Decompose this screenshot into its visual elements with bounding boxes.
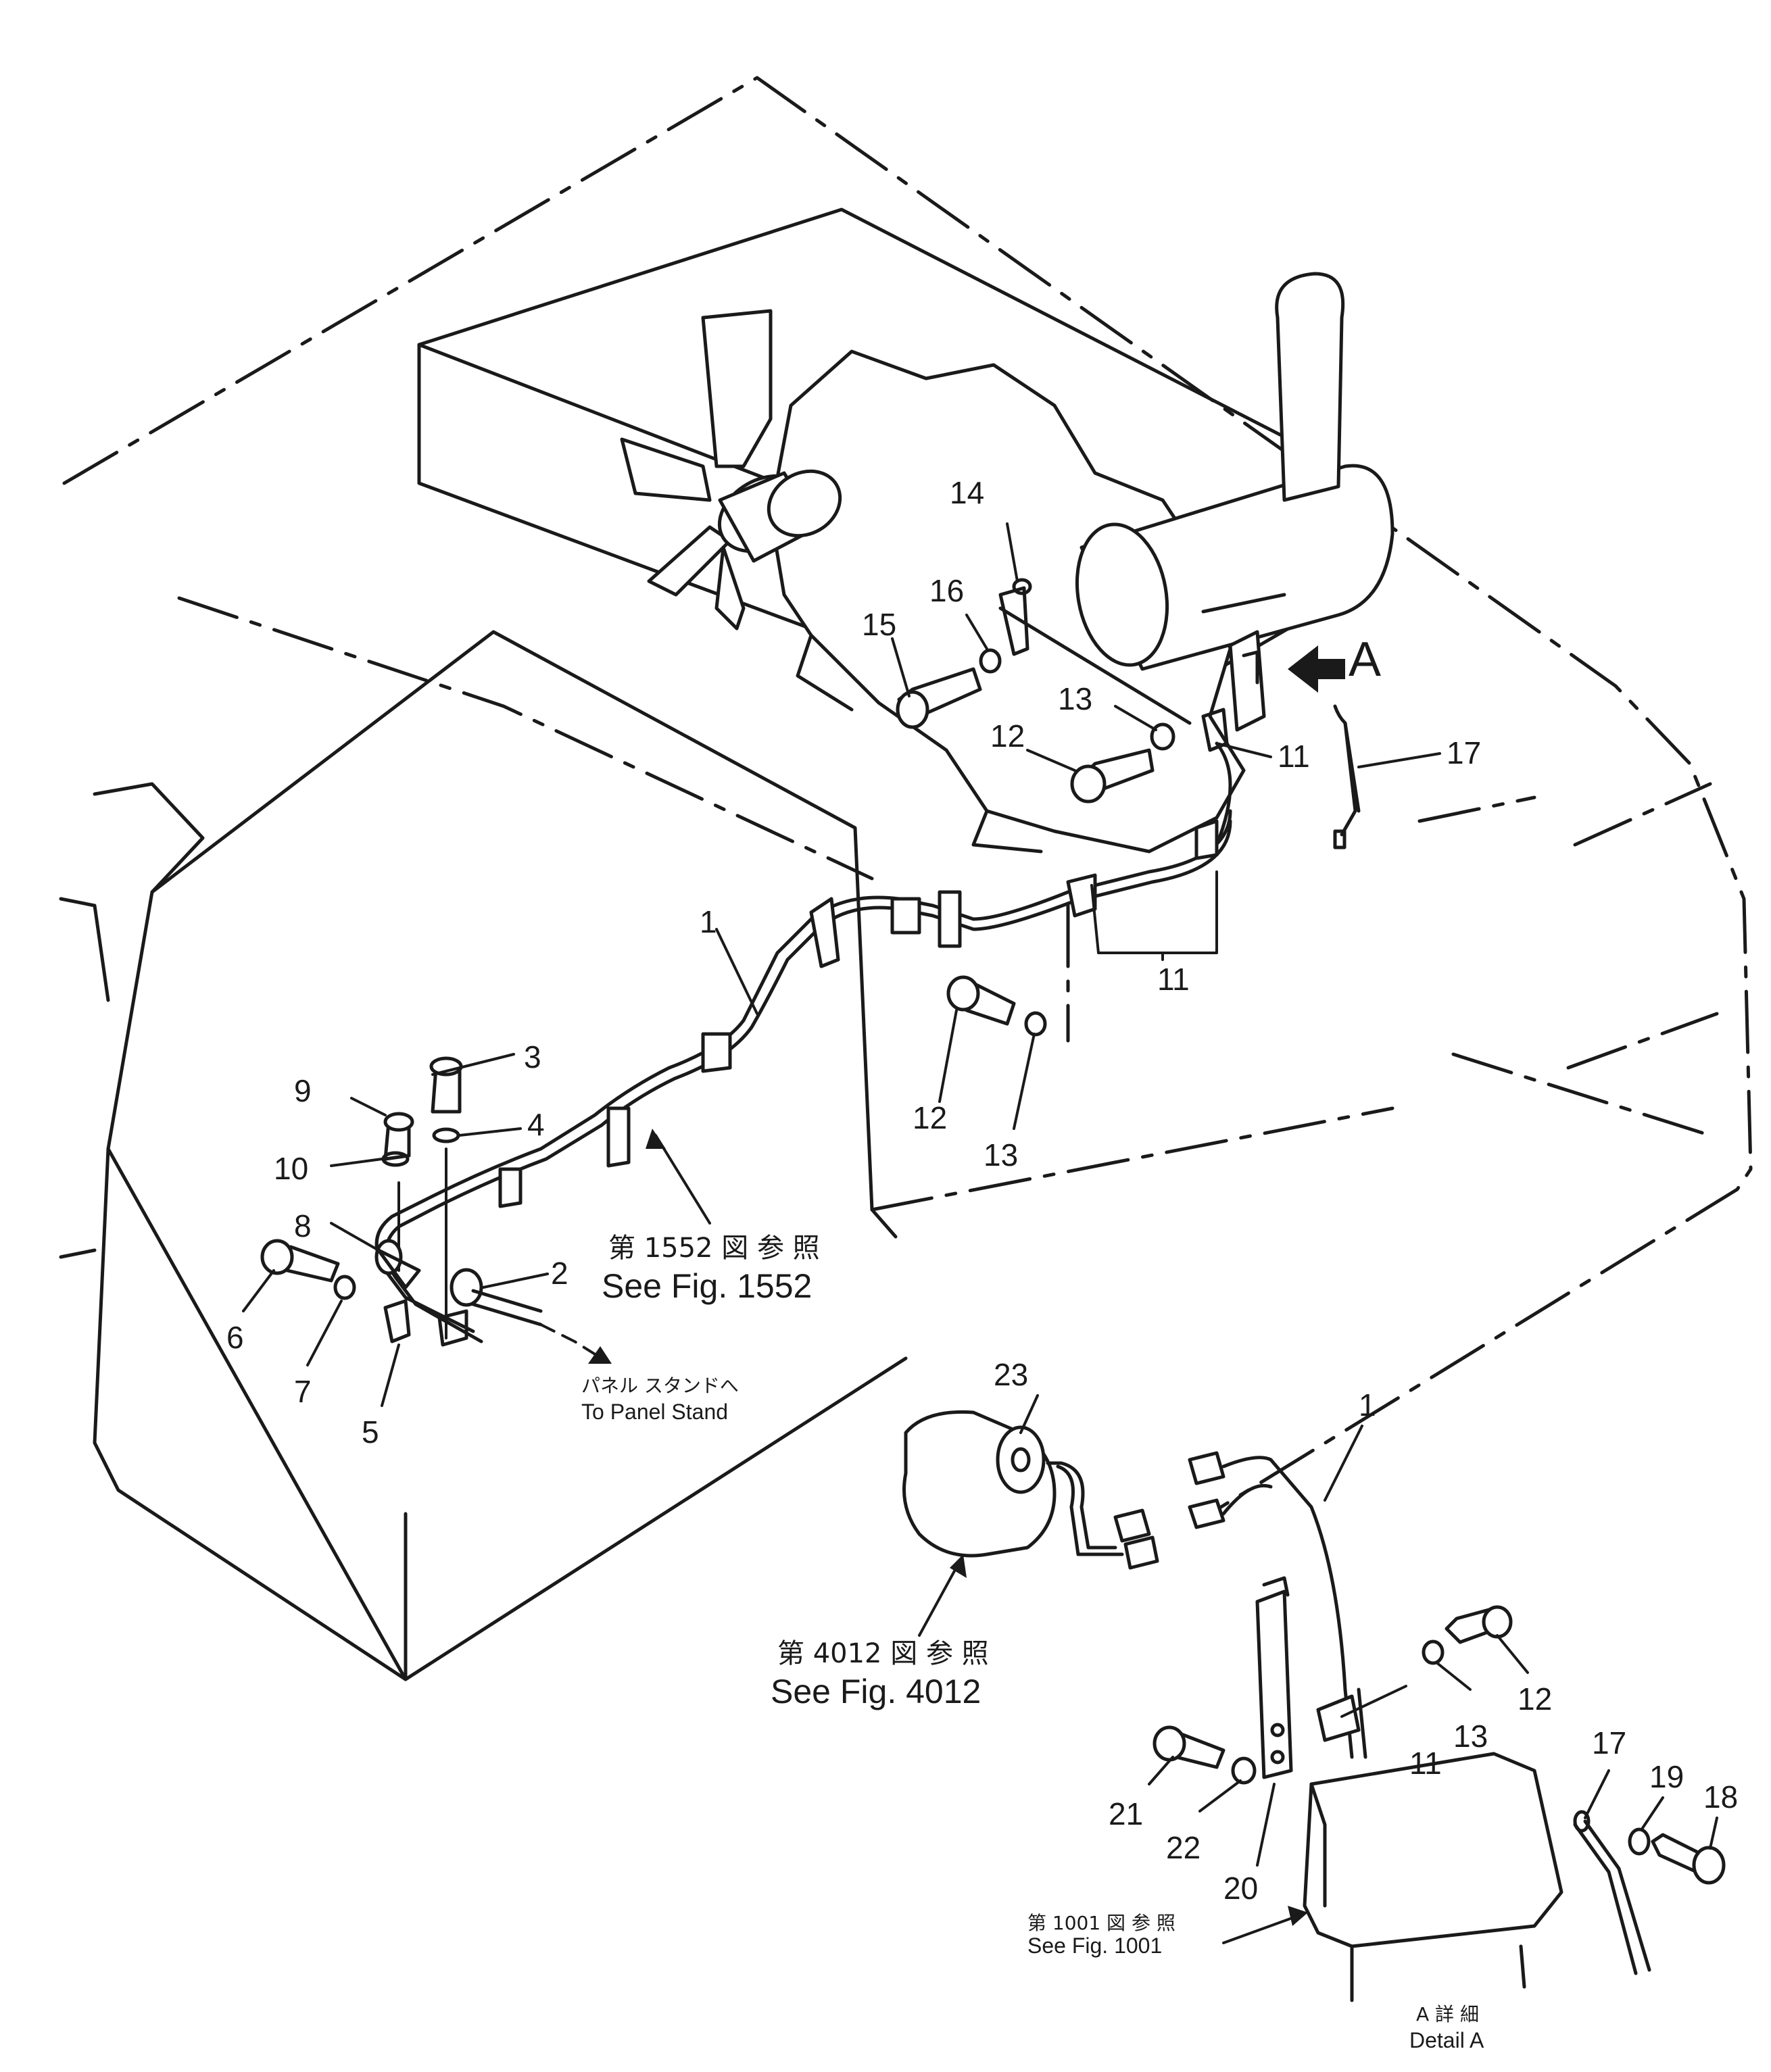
ref-4012-jp: 第 4012 図 参 照 — [777, 1638, 989, 1669]
callout-9: 9 — [294, 1073, 312, 1108]
arrow-to-panel-stand — [539, 1323, 612, 1364]
part-13-washer-middle — [1024, 1011, 1047, 1037]
callout-4: 4 — [527, 1107, 545, 1142]
detail-a-en: Detail A — [1409, 2028, 1484, 2052]
detail-a-jp: A 詳 細 — [1416, 2003, 1479, 2025]
part-16-washer — [979, 648, 1002, 674]
callout-12-detail: 12 — [1518, 1681, 1552, 1717]
upper-frame-outline — [62, 76, 1753, 1516]
callout-1-harness: 1 — [700, 904, 717, 939]
part-9-bolt — [383, 1112, 414, 1161]
part-12-bolt-upper — [1070, 748, 1155, 804]
view-arrow-a — [1288, 645, 1345, 693]
ref-1001-en: See Fig. 1001 — [1027, 1933, 1162, 1958]
callout-12-middle: 12 — [913, 1100, 947, 1135]
callout-19: 19 — [1649, 1759, 1684, 1794]
view-marker-a: A — [1349, 633, 1381, 687]
callout-20: 20 — [1223, 1871, 1258, 1906]
callout-8: 8 — [294, 1208, 312, 1243]
ref-1552-jp: 第 1552 図 参 照 — [608, 1233, 820, 1264]
callout-21: 21 — [1109, 1796, 1143, 1831]
detail-a-assembly — [902, 1410, 1726, 2002]
callout-5: 5 — [362, 1414, 379, 1450]
callout-17-detail: 17 — [1592, 1725, 1626, 1760]
part-8-clamp — [374, 1239, 421, 1289]
part-3-bolt — [429, 1056, 463, 1114]
callout-11-upper: 11 — [1278, 739, 1310, 774]
part-11-clamp-upper — [1201, 708, 1232, 847]
part-5-bracket — [383, 1299, 411, 1343]
reference-notes: 第 1552 図 参 照 See Fig. 1552 パネル スタンドへ To … — [581, 1233, 1484, 2052]
callout-3: 3 — [524, 1039, 541, 1075]
callout-14: 14 — [950, 475, 984, 510]
callout-17-upper: 17 — [1447, 735, 1481, 770]
ref-arrows — [646, 1129, 1308, 1944]
callout-11-middle: 11 — [1157, 962, 1190, 997]
callout-13-middle: 13 — [984, 1137, 1018, 1173]
callout-10: 10 — [274, 1151, 308, 1186]
ref-panel-jp: パネル スタンドへ — [581, 1375, 739, 1397]
part-13-washer-upper — [1150, 722, 1175, 751]
callout-16: 16 — [929, 573, 964, 608]
ref-4012-en: See Fig. 4012 — [771, 1673, 981, 1710]
ref-1552-en: See Fig. 1552 — [602, 1267, 812, 1305]
counterweight — [59, 630, 908, 1681]
part-14-bracket — [998, 578, 1192, 725]
callout-6: 6 — [226, 1320, 244, 1355]
wire-harness-route — [374, 809, 1232, 1343]
callout-1-detail: 1 — [1359, 1387, 1376, 1423]
part-7-washer — [333, 1275, 356, 1300]
callout-13-detail: 13 — [1453, 1719, 1488, 1754]
part-15-bolt — [896, 667, 982, 729]
part-12-bolt-middle — [946, 975, 1016, 1026]
callout-22: 22 — [1166, 1830, 1200, 1865]
leader-lines — [242, 522, 1718, 1867]
callout-23: 23 — [994, 1357, 1028, 1392]
callout-18: 18 — [1703, 1779, 1738, 1815]
part-2-clamp — [437, 1268, 543, 1347]
engine — [620, 272, 1394, 854]
callout-2: 2 — [551, 1256, 568, 1291]
part-4-washer — [432, 1127, 460, 1143]
callout-7: 7 — [294, 1374, 312, 1409]
callout-11-detail: 11 — [1409, 1746, 1442, 1781]
callout-numbers: 14 16 15 13 12 11 17 11 1 12 13 3 9 4 10… — [226, 475, 1738, 1906]
ref-1001-jp: 第 1001 図 参 照 — [1027, 1912, 1175, 1934]
callout-15: 15 — [862, 607, 896, 642]
part-17-cable — [1333, 704, 1361, 849]
callout-13-upper: 13 — [1058, 681, 1092, 716]
callout-12-upper: 12 — [990, 718, 1025, 754]
part-6-bolt — [260, 1239, 340, 1283]
ref-panel-en: To Panel Stand — [581, 1400, 728, 1424]
